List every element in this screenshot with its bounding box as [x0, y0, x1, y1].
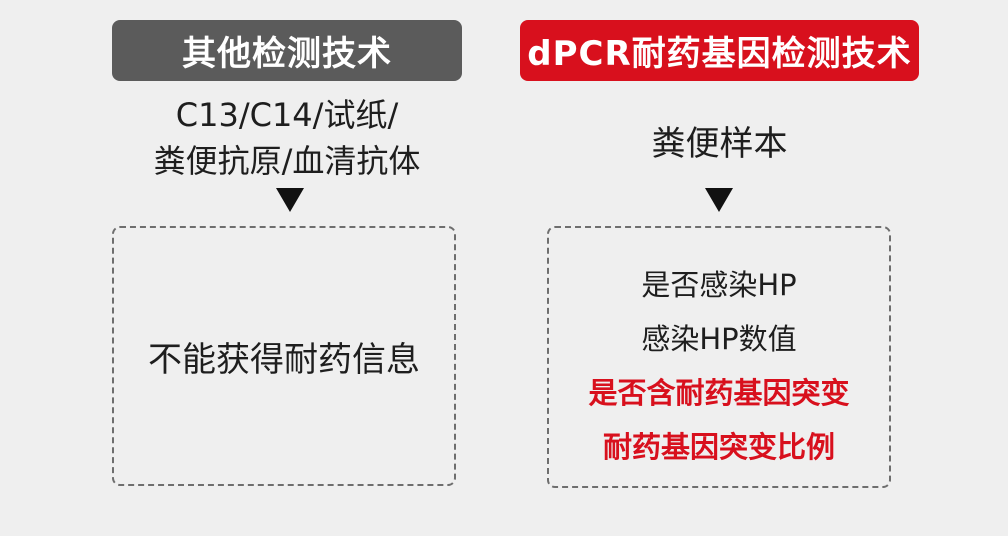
sample-line-1: C13/C14/试纸/ [175, 96, 399, 134]
down-triangle-icon [276, 188, 304, 212]
result-resistance-mutation: 是否含耐药基因突变 [588, 376, 850, 410]
other-techniques-result-box: 不能获得耐药信息 [112, 226, 456, 486]
dpcr-title: dPCR耐药基因检测技术 [527, 34, 912, 74]
result-infected: 是否感染HP [641, 268, 797, 302]
dpcr-results-list: 是否感染HP 感染HP数值 是否含耐药基因突变 耐药基因突变比例 [549, 258, 889, 474]
dpcr-sample: 粪便样本 [651, 124, 788, 164]
dpcr-header: dPCR耐药基因检测技术 [520, 20, 919, 81]
other-techniques-title: 其他检测技术 [182, 34, 392, 74]
other-techniques-header: 其他检测技术 [112, 20, 462, 81]
other-techniques-result: 不能获得耐药信息 [148, 340, 420, 380]
other-techniques-samples: C13/C14/试纸/ 粪便抗原/血清抗体 [112, 92, 462, 184]
down-triangle-icon [705, 188, 733, 212]
result-mutation-ratio: 耐药基因突变比例 [602, 430, 835, 464]
dpcr-result-box: 是否感染HP 感染HP数值 是否含耐药基因突变 耐药基因突变比例 [547, 226, 891, 488]
sample-line-2: 粪便抗原/血清抗体 [153, 142, 421, 180]
result-hp-value: 感染HP数值 [641, 322, 797, 356]
